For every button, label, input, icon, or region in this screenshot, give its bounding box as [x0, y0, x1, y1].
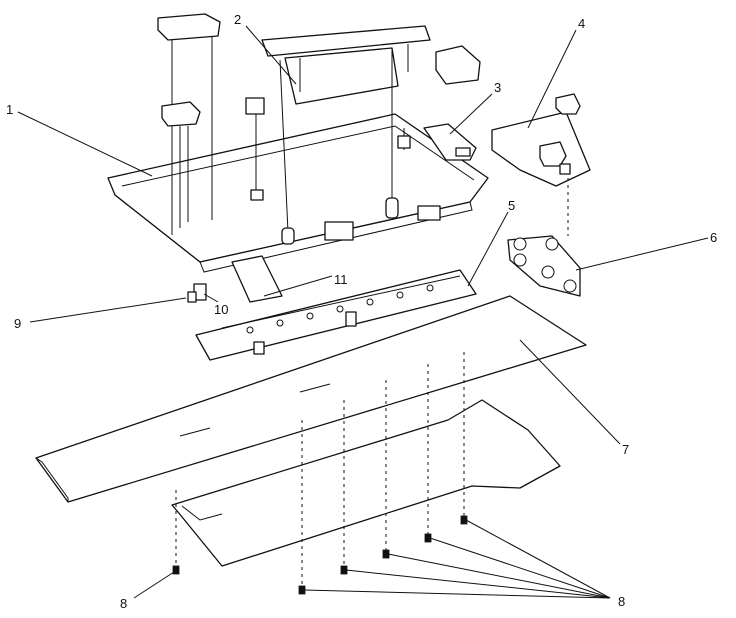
callout-10: 10: [214, 302, 228, 317]
key-cap-mid-left: [161, 101, 201, 228]
small-key-cap: [245, 97, 265, 201]
key-cap-top-left: [157, 13, 221, 235]
key-cap-top-right: [397, 45, 481, 150]
part-1-frame: [107, 113, 489, 273]
callout-leaders: [17, 25, 709, 599]
part-2-bar: [261, 25, 431, 245]
part-6-contact-plate: [507, 178, 581, 297]
part-7-sheet: [35, 295, 587, 503]
part-9-post: [187, 291, 197, 303]
callout-7: 7: [622, 442, 629, 457]
callout-3: 3: [494, 80, 501, 95]
callout-11: 11: [334, 272, 348, 287]
callout-4: 4: [578, 16, 585, 31]
part-4-plate: [491, 93, 591, 187]
callout-1: 1: [6, 102, 13, 117]
callout-9: 9: [14, 316, 21, 331]
callout-2: 2: [234, 12, 241, 27]
part-5-contact-strip: [195, 269, 477, 361]
screws-8: [172, 515, 468, 595]
callout-labels: 1 2 3 4 5 6 7 8 8 9 10 11: [6, 12, 717, 611]
part-11-flap: [231, 255, 283, 303]
screw-guides: [175, 352, 465, 586]
bottom-plate: [171, 399, 561, 567]
callout-5: 5: [508, 198, 515, 213]
callout-8-left: 8: [120, 596, 127, 611]
callout-6: 6: [710, 230, 717, 245]
part-3-bracket: [423, 123, 477, 161]
callout-8-right: 8: [618, 594, 625, 609]
